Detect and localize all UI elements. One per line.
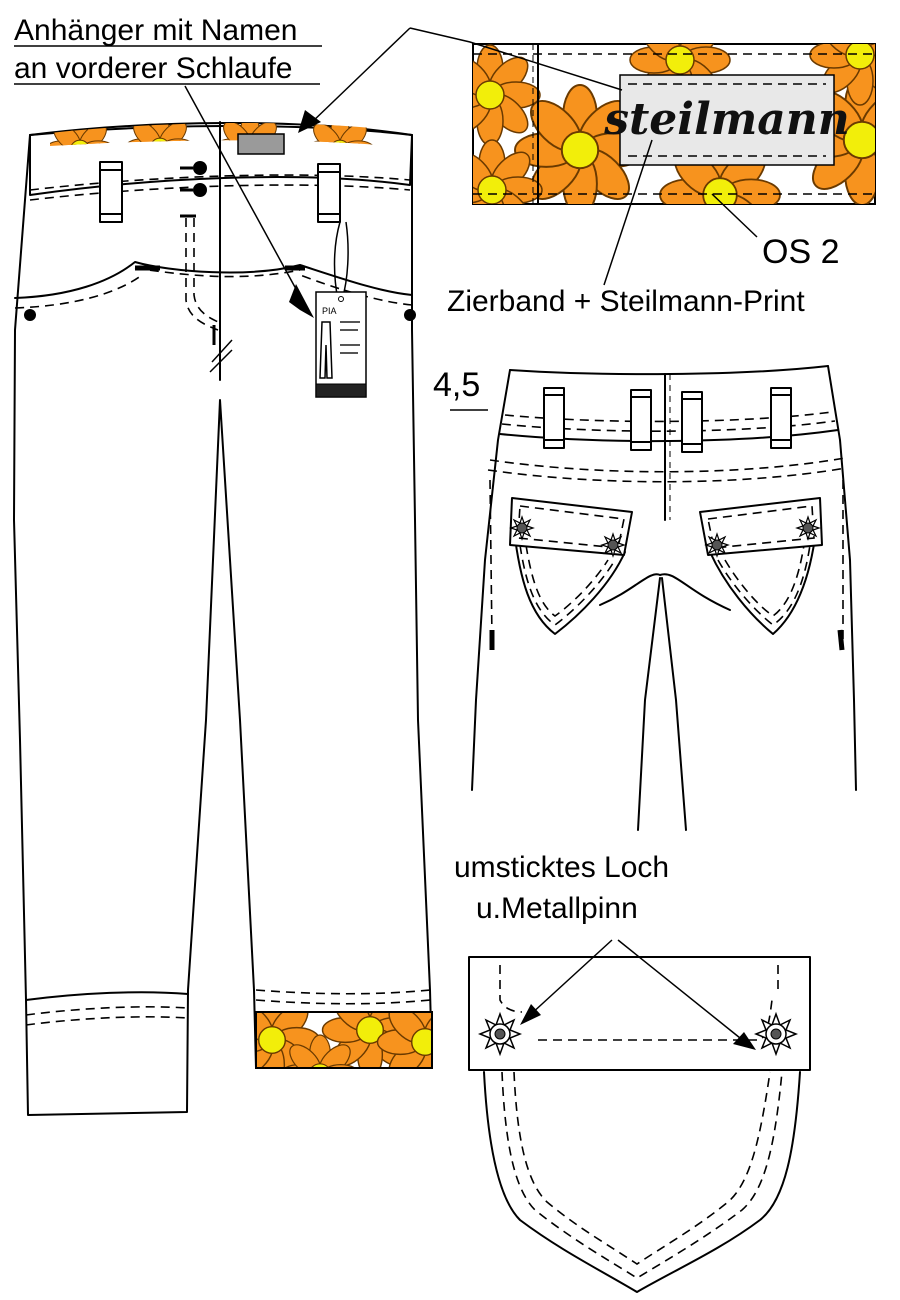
brand-logo: steilmann xyxy=(603,94,850,145)
measure-label: 4,5 xyxy=(433,366,480,404)
ribbon-print-leader xyxy=(603,139,653,286)
back-view: 4,5 xyxy=(433,365,857,831)
ribbon-leader-line xyxy=(409,27,623,91)
ribbon-print-label: Zierband + Steilmann-Print xyxy=(447,285,805,318)
os-code-leader xyxy=(711,193,758,238)
tag-leader-arrow xyxy=(184,85,303,301)
hole-label-line1: umsticktes Loch xyxy=(454,851,669,884)
tag-label-line1: Anhänger mit Namen xyxy=(14,14,297,47)
hang-tag-name: PIA xyxy=(322,306,337,316)
front-view: PIA xyxy=(13,121,433,1116)
tag-label-line2: an vorderer Schlaufe xyxy=(14,52,293,85)
pocket-detail xyxy=(468,956,811,1293)
waist-name-tab xyxy=(237,133,285,155)
brand-label xyxy=(619,74,835,166)
hole-arrow-left xyxy=(529,939,613,1016)
hole-arrow-right xyxy=(617,939,746,1043)
hole-label-line2: u.Metallpinn xyxy=(476,892,638,925)
os-code-label: OS 2 xyxy=(762,233,839,271)
ribbon-detail: steilmann xyxy=(472,43,876,205)
